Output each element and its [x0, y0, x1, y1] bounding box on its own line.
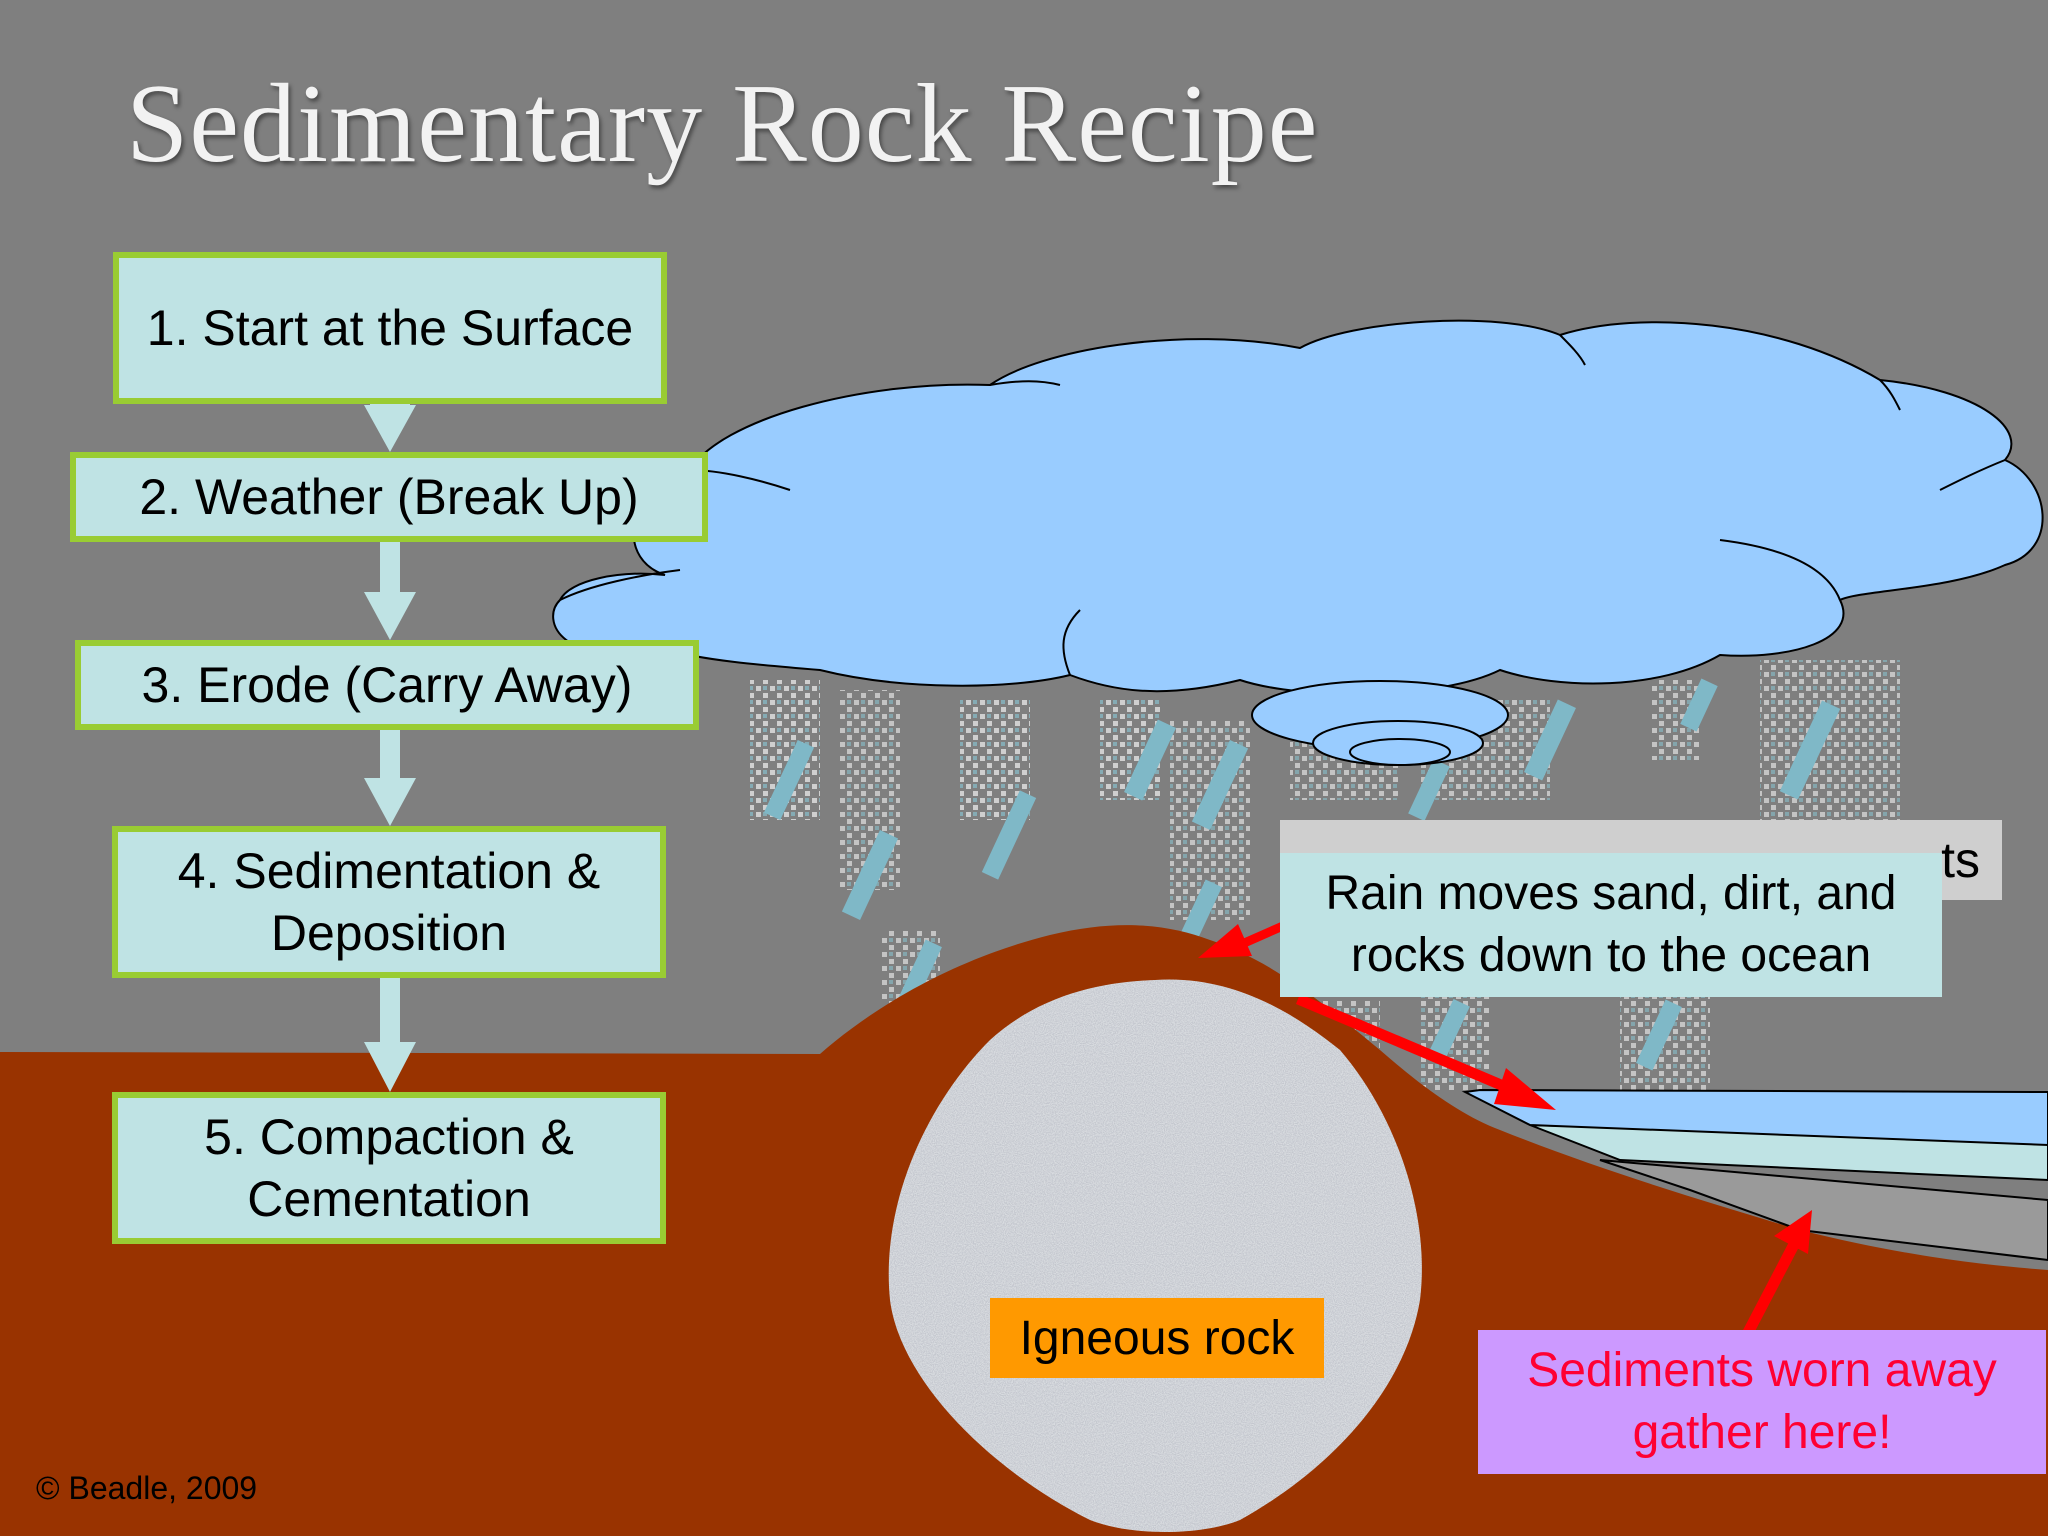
- step-4: 4. Sedimentation & Deposition: [112, 826, 666, 978]
- igneous-rock-label-text: Igneous rock: [1019, 1311, 1295, 1365]
- sediments-label-text: Sediments worn away gather here!: [1527, 1344, 1997, 1459]
- rain-label: Rain moves sand, dirt, and rocks down to…: [1280, 853, 1942, 997]
- arrow-down-icon: [364, 976, 416, 1092]
- flow-arrows: [364, 402, 416, 1092]
- step-3: 3. Erode (Carry Away): [75, 640, 699, 730]
- copyright: © Beadle, 2009: [36, 1470, 258, 1506]
- step-2-label: 2. Weather (Break Up): [139, 469, 639, 525]
- step-1: 1. Start at the Surface: [113, 252, 667, 404]
- step-5: 5. Compaction & Cementation: [112, 1092, 666, 1244]
- igneous-rock: [888, 979, 1422, 1532]
- step-1-label: 1. Start at the Surface: [146, 300, 634, 356]
- step-2: 2. Weather (Break Up): [70, 452, 708, 542]
- igneous-rock-label: Igneous rock: [990, 1298, 1324, 1378]
- red-arrow-icon: [1296, 994, 1556, 1110]
- sediment-layers: [1461, 1088, 2048, 1262]
- arrow-down-icon: [364, 540, 416, 640]
- step-5-label: 5. Compaction & Cementation: [204, 1109, 574, 1227]
- arrow-down-icon: [364, 402, 416, 452]
- red-arrows: [1198, 918, 1812, 1337]
- page-title: Sedimentary Rock Recipe: [126, 62, 1319, 186]
- arrow-down-icon: [364, 728, 416, 826]
- hidden-layers-text: ts: [1941, 832, 1980, 888]
- sediments-label: Sediments worn away gather here!: [1478, 1330, 2046, 1474]
- sediment-layer-grey: [1599, 1159, 2048, 1262]
- ocean-water: [1461, 1088, 2048, 1147]
- rain-label-text: Rain moves sand, dirt, and rocks down to…: [1325, 867, 1897, 982]
- step-3-label: 3. Erode (Carry Away): [141, 657, 633, 713]
- step-4-label: 4. Sedimentation & Deposition: [177, 843, 601, 961]
- cloud-icon: [552, 319, 2044, 766]
- red-arrow-icon: [1742, 1210, 1812, 1337]
